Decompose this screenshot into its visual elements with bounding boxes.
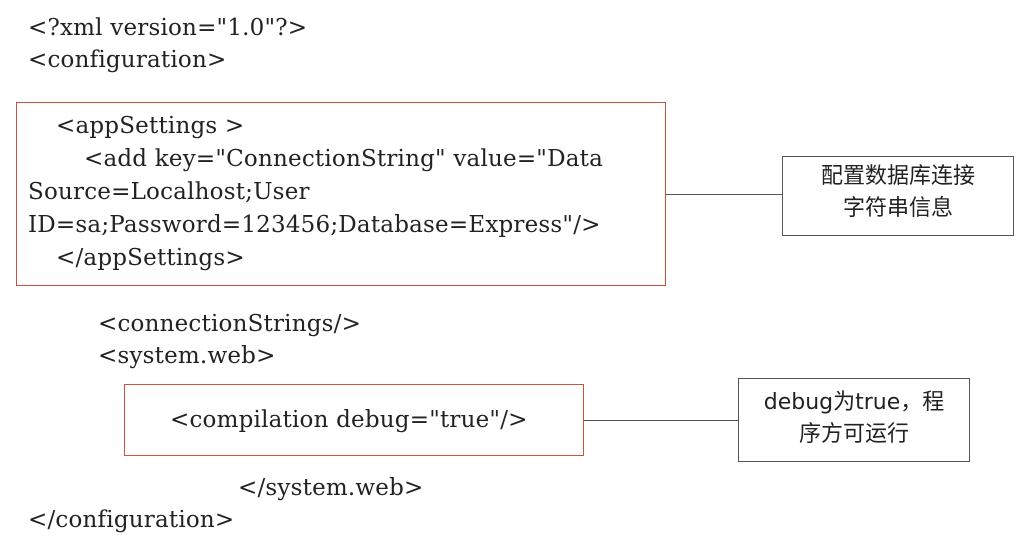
system-web-open-tag: <system.web>	[98, 343, 276, 369]
add-connectionstring-line-2: Source=Localhost;User	[28, 179, 310, 205]
add-connectionstring-line-3: ID=sa;Password=123456;Database=Express"/…	[28, 212, 601, 238]
bracket-right-edge	[969, 378, 970, 462]
debug-note-bracket	[738, 378, 970, 462]
connectionstrings-tag: <connectionStrings/>	[98, 311, 362, 337]
appsettings-close-tag: </appSettings>	[56, 245, 245, 271]
connection-note-bracket	[782, 156, 1014, 236]
configuration-open-tag: <configuration>	[28, 47, 227, 73]
connection-note-connector	[666, 194, 782, 195]
debug-note-line-2: 序方可运行	[798, 422, 909, 447]
appsettings-highlight-box	[16, 102, 666, 286]
connection-note-line-1: 配置数据库连接	[820, 164, 975, 189]
add-connectionstring-line-1: <add key="ConnectionString" value="Data	[84, 146, 603, 172]
compilation-tag: <compilation debug="true"/>	[170, 407, 528, 433]
xml-declaration: <?xml version="1.0"?>	[28, 15, 308, 41]
debug-note-line-1: debug为true，程	[763, 390, 945, 415]
bracket-left-edge	[782, 156, 783, 236]
system-web-close-tag: </system.web>	[238, 475, 424, 501]
compilation-highlight-box	[124, 384, 584, 456]
bracket-right-edge	[1013, 156, 1014, 236]
connection-note-line-2: 字符串信息	[842, 196, 953, 221]
bracket-left-edge	[738, 378, 739, 462]
debug-note-connector	[584, 420, 738, 421]
configuration-close-tag: </configuration>	[28, 507, 235, 533]
appsettings-open-tag: <appSettings >	[56, 113, 245, 139]
